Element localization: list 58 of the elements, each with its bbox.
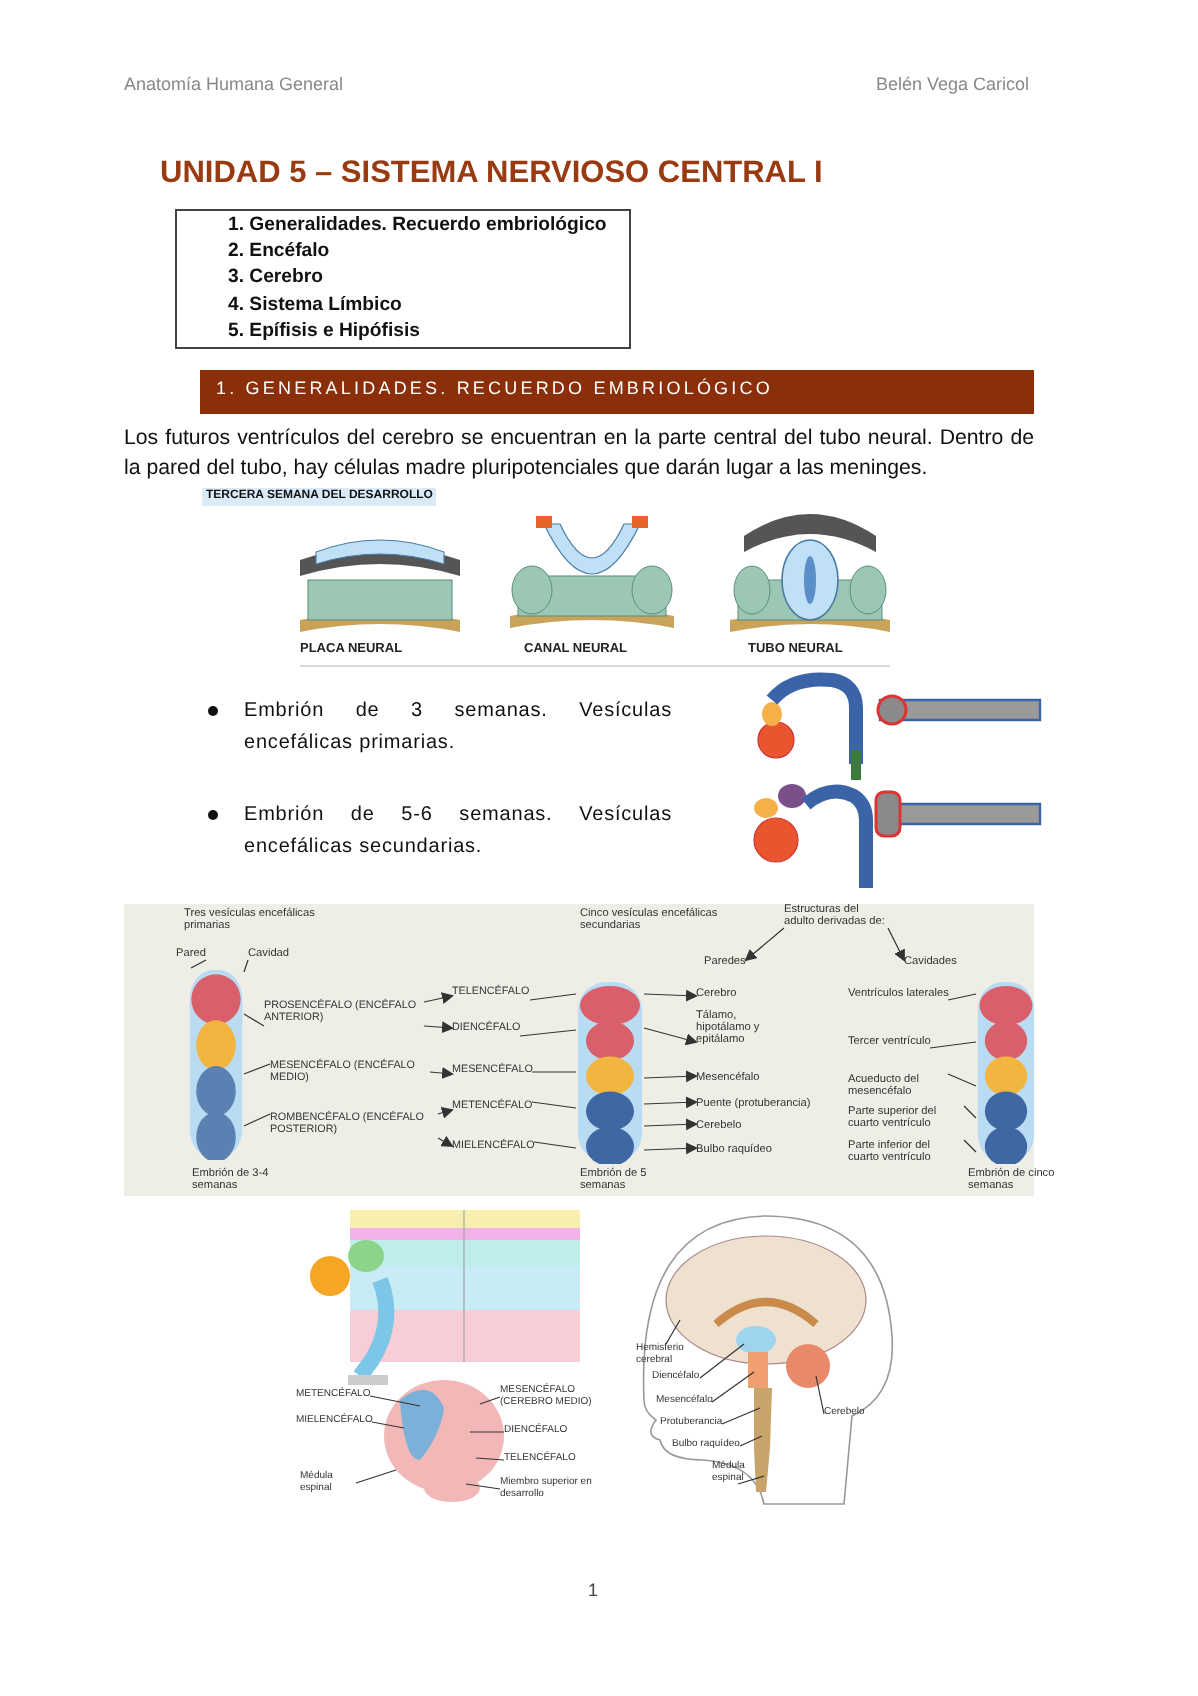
embryo-drawing xyxy=(188,968,244,1160)
leader-line xyxy=(739,1435,763,1447)
leader-line xyxy=(929,1041,977,1049)
leader-line xyxy=(529,993,577,1001)
leader-line xyxy=(533,1141,577,1149)
contents-item: 1. Generalidades. Recuerdo embriológico xyxy=(228,214,609,237)
leader-line xyxy=(665,1319,681,1345)
leader-line xyxy=(947,993,977,1001)
header-text: Anatomía Humana General xyxy=(124,74,346,95)
page-title: UNIDAD 5 – SISTEMA NERVIOSO CENTRAL I xyxy=(160,156,825,194)
arrow xyxy=(437,1107,454,1119)
leader-line xyxy=(531,1101,577,1109)
body-paragraph: Los futuros ventrículos del cerebro se encuentran en la parte central del tubo neural. Dentro de la pared del tubo, hay células madre pluripotenciales que darán lugar a las meninges. xyxy=(124,424,1034,485)
leader-line xyxy=(963,1139,977,1153)
embryo-drawing xyxy=(576,980,644,1164)
embryo-drawing xyxy=(976,980,1036,1164)
bullet-text: Embrión de 3 semanas. Vesículas encefálicas primarias. xyxy=(244,698,672,758)
contents-item: 2. Encéfalo xyxy=(228,240,332,263)
arrow xyxy=(643,1096,698,1109)
arrow xyxy=(423,1021,454,1034)
leader-line xyxy=(737,1475,765,1485)
contents-item: 3. Cerebro xyxy=(228,266,325,289)
leader-line xyxy=(465,1483,501,1490)
arrow xyxy=(744,927,785,962)
contents-item: 4. Sistema Límbico xyxy=(228,294,404,317)
leader-line xyxy=(243,1013,265,1027)
leader-line xyxy=(243,959,249,973)
leader-line xyxy=(355,1469,397,1484)
arrow xyxy=(643,1142,698,1155)
bullet-text: Embrión de 5-6 semanas. Vesículas encefálicas secundarias. xyxy=(244,802,672,862)
leader-line xyxy=(243,1113,271,1127)
arrow xyxy=(429,1067,454,1080)
leader-line xyxy=(475,1457,505,1461)
leader-line xyxy=(815,1375,825,1415)
arrow xyxy=(643,989,698,1002)
arrow xyxy=(423,992,454,1004)
arrow xyxy=(643,1070,698,1083)
arrow xyxy=(643,1027,698,1046)
section-heading: 1. GENERALIDADES. RECUERDO EMBRIOLÓGICO xyxy=(216,378,775,399)
arrow xyxy=(887,927,905,962)
leader-line xyxy=(519,1029,577,1037)
leader-line xyxy=(469,1431,505,1433)
leader-line xyxy=(721,1407,761,1425)
arrow xyxy=(437,1135,454,1147)
leader-line xyxy=(699,1343,745,1379)
leader-line xyxy=(531,1071,577,1073)
leader-line xyxy=(711,1371,755,1403)
contents-item: 5. Epífisis e Hipófisis xyxy=(228,320,422,343)
header-text: Belén Vega Caricol xyxy=(876,74,1032,95)
leader-line xyxy=(371,1421,405,1429)
page-number: 1 xyxy=(588,1580,601,1601)
leader-line xyxy=(369,1395,421,1407)
arrow xyxy=(643,1118,698,1131)
leader-line xyxy=(479,1396,501,1405)
leader-line xyxy=(947,1073,977,1087)
leader-line xyxy=(243,1063,271,1075)
leader-line xyxy=(963,1105,977,1119)
leader-line xyxy=(190,959,207,969)
